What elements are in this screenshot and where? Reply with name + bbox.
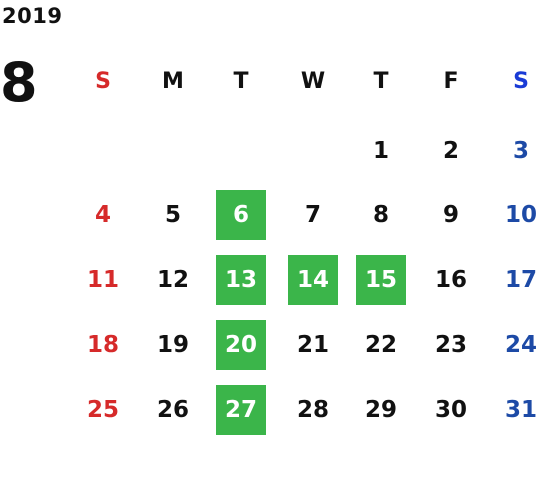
day-cell[interactable]: 24 bbox=[504, 332, 537, 358]
year-label: 2019 bbox=[2, 4, 63, 28]
day-cell[interactable]: 3 bbox=[512, 138, 529, 164]
weekday-header-wed: W bbox=[300, 68, 326, 94]
day-cell[interactable]: 5 bbox=[164, 202, 181, 228]
day-cell-highlighted[interactable]: 13 bbox=[216, 255, 266, 305]
day-cell[interactable]: 19 bbox=[156, 332, 189, 358]
day-cell[interactable]: 23 bbox=[434, 332, 467, 358]
day-cell[interactable]: 10 bbox=[504, 202, 537, 228]
weekday-header-mon: M bbox=[162, 68, 184, 94]
day-cell[interactable]: 25 bbox=[86, 397, 119, 423]
day-cell[interactable]: 4 bbox=[94, 202, 111, 228]
day-cell[interactable]: 28 bbox=[296, 397, 329, 423]
day-cell-highlighted[interactable]: 15 bbox=[356, 255, 406, 305]
weekday-header-sun: S bbox=[95, 68, 111, 94]
weekday-header-tue: T bbox=[233, 68, 249, 94]
day-cell[interactable]: 26 bbox=[156, 397, 189, 423]
day-cell-highlighted[interactable]: 27 bbox=[216, 385, 266, 435]
day-cell[interactable]: 9 bbox=[442, 202, 459, 228]
month-label: 8 bbox=[0, 51, 38, 114]
day-cell[interactable]: 1 bbox=[372, 138, 389, 164]
day-cell[interactable]: 22 bbox=[364, 332, 397, 358]
day-cell[interactable]: 16 bbox=[434, 267, 467, 293]
day-cell[interactable]: 11 bbox=[86, 267, 119, 293]
day-cell-highlighted[interactable]: 6 bbox=[216, 190, 266, 240]
day-cell[interactable]: 21 bbox=[296, 332, 329, 358]
day-cell[interactable]: 7 bbox=[304, 202, 321, 228]
day-cell-highlighted[interactable]: 14 bbox=[288, 255, 338, 305]
day-cell-highlighted[interactable]: 20 bbox=[216, 320, 266, 370]
day-cell[interactable]: 29 bbox=[364, 397, 397, 423]
weekday-header-sat: S bbox=[513, 68, 529, 94]
day-cell[interactable]: 31 bbox=[504, 397, 537, 423]
day-cell[interactable]: 8 bbox=[372, 202, 389, 228]
day-cell[interactable]: 2 bbox=[442, 138, 459, 164]
day-cell[interactable]: 18 bbox=[86, 332, 119, 358]
day-cell[interactable]: 30 bbox=[434, 397, 467, 423]
weekday-header-thu: T bbox=[373, 68, 389, 94]
day-cell[interactable]: 17 bbox=[504, 267, 537, 293]
day-cell[interactable]: 12 bbox=[156, 267, 189, 293]
weekday-header-fri: F bbox=[443, 68, 459, 94]
